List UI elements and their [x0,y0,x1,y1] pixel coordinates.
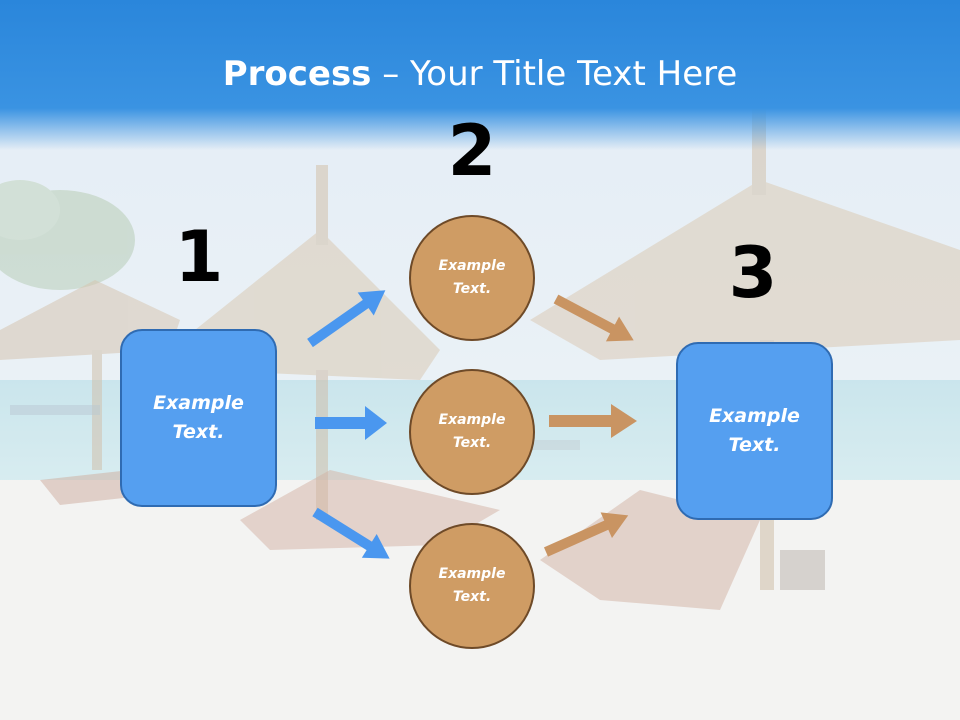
left-step-box: Example Text. [120,329,277,507]
circle-middle: Example Text. [409,369,535,495]
right-box-text: Example Text. [709,405,800,456]
title-bold: Process [222,54,372,94]
arrow-up-right-tan [543,512,629,557]
step-number-1: 1 [174,216,224,298]
boats [10,405,580,450]
arrow-right-blue [315,406,387,440]
circle-top: Example Text. [409,215,535,341]
circle-top-text: Example Text. [438,258,506,297]
arrow-down-right-tan [553,294,634,342]
arrow-up-right-blue [307,290,386,348]
palm-tree [0,180,135,290]
circle-bottom-text: Example Text. [438,566,506,605]
arrow-right-tan [549,404,637,438]
circle-middle-text: Example Text. [438,412,506,451]
left-box-text: Example Text. [153,392,244,443]
step-number-3: 3 [728,232,778,314]
right-step-box: Example Text. [676,342,833,520]
title-rest: – Your Title Text Here [371,54,738,94]
circle-bottom: Example Text. [409,523,535,649]
step-number-2: 2 [447,110,497,192]
header-bar [0,0,960,150]
page-title: Process – Your Title Text Here [0,52,960,96]
arrow-down-right-blue [312,507,390,559]
